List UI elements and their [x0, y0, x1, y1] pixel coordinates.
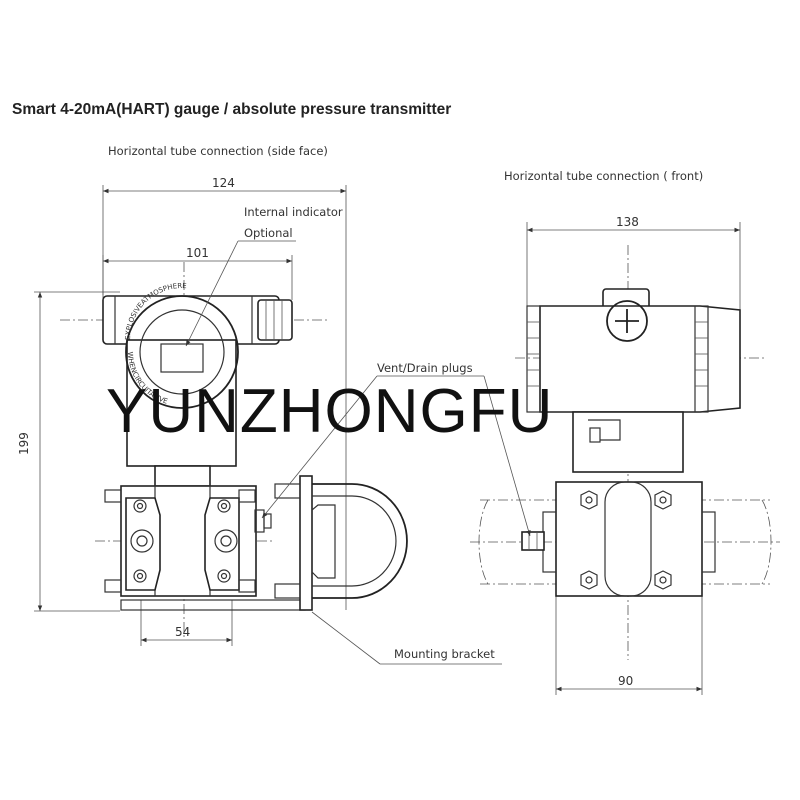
optional-label: Optional [244, 226, 293, 240]
front-view-label: Horizontal tube connection ( front) [504, 169, 703, 183]
bracket-vertical [299, 475, 313, 611]
callout-mounting-bracket: Mounting bracket [311, 611, 502, 665]
dim-199-text: 199 [17, 432, 31, 455]
watermark: YUNZHONGFU [106, 377, 553, 446]
plus-screw-icon [606, 300, 648, 342]
flange-left [125, 497, 161, 591]
front-view: 138 90 [470, 215, 780, 695]
callout-internal-indicator: Internal indicator Optional [185, 205, 343, 347]
internal-indicator-label: Internal indicator [244, 205, 343, 219]
front-base [555, 481, 703, 597]
dim-124-text: 124 [212, 176, 235, 190]
vent-drain-label: Vent/Drain plugs [377, 361, 473, 375]
dim-90-text: 90 [618, 674, 633, 688]
dim-138: 138 [526, 215, 741, 310]
dim-54: 54 [140, 600, 233, 646]
dim-90: 90 [555, 596, 703, 695]
vent-drain-plug [521, 531, 545, 551]
u-bolt [312, 483, 408, 599]
dim-54-text: 54 [175, 625, 190, 639]
flange-bolts [130, 499, 238, 583]
dim-138-text: 138 [616, 215, 639, 229]
indicator-window [125, 295, 239, 409]
front-bolts [580, 490, 672, 590]
side-view: 124 101 199 54 [17, 176, 408, 646]
neck [154, 465, 211, 487]
callout-vent-drain: Vent/Drain plugs [261, 361, 531, 537]
dim-101-text: 101 [186, 246, 209, 260]
cable-gland [257, 299, 293, 341]
housing-body [126, 339, 237, 467]
dim-199: 199 [17, 291, 120, 612]
front-housing [539, 305, 741, 413]
dim-124: 124 [102, 176, 347, 610]
bracket-plate [120, 599, 306, 611]
dim-101: 101 [102, 246, 293, 300]
mounting-bracket-label: Mounting bracket [394, 647, 495, 661]
side-view-label: Horizontal tube connection (side face) [108, 144, 328, 158]
page-title: Smart 4-20mA(HART) gauge / absolute pres… [12, 101, 452, 118]
internal-indicator [160, 343, 204, 373]
